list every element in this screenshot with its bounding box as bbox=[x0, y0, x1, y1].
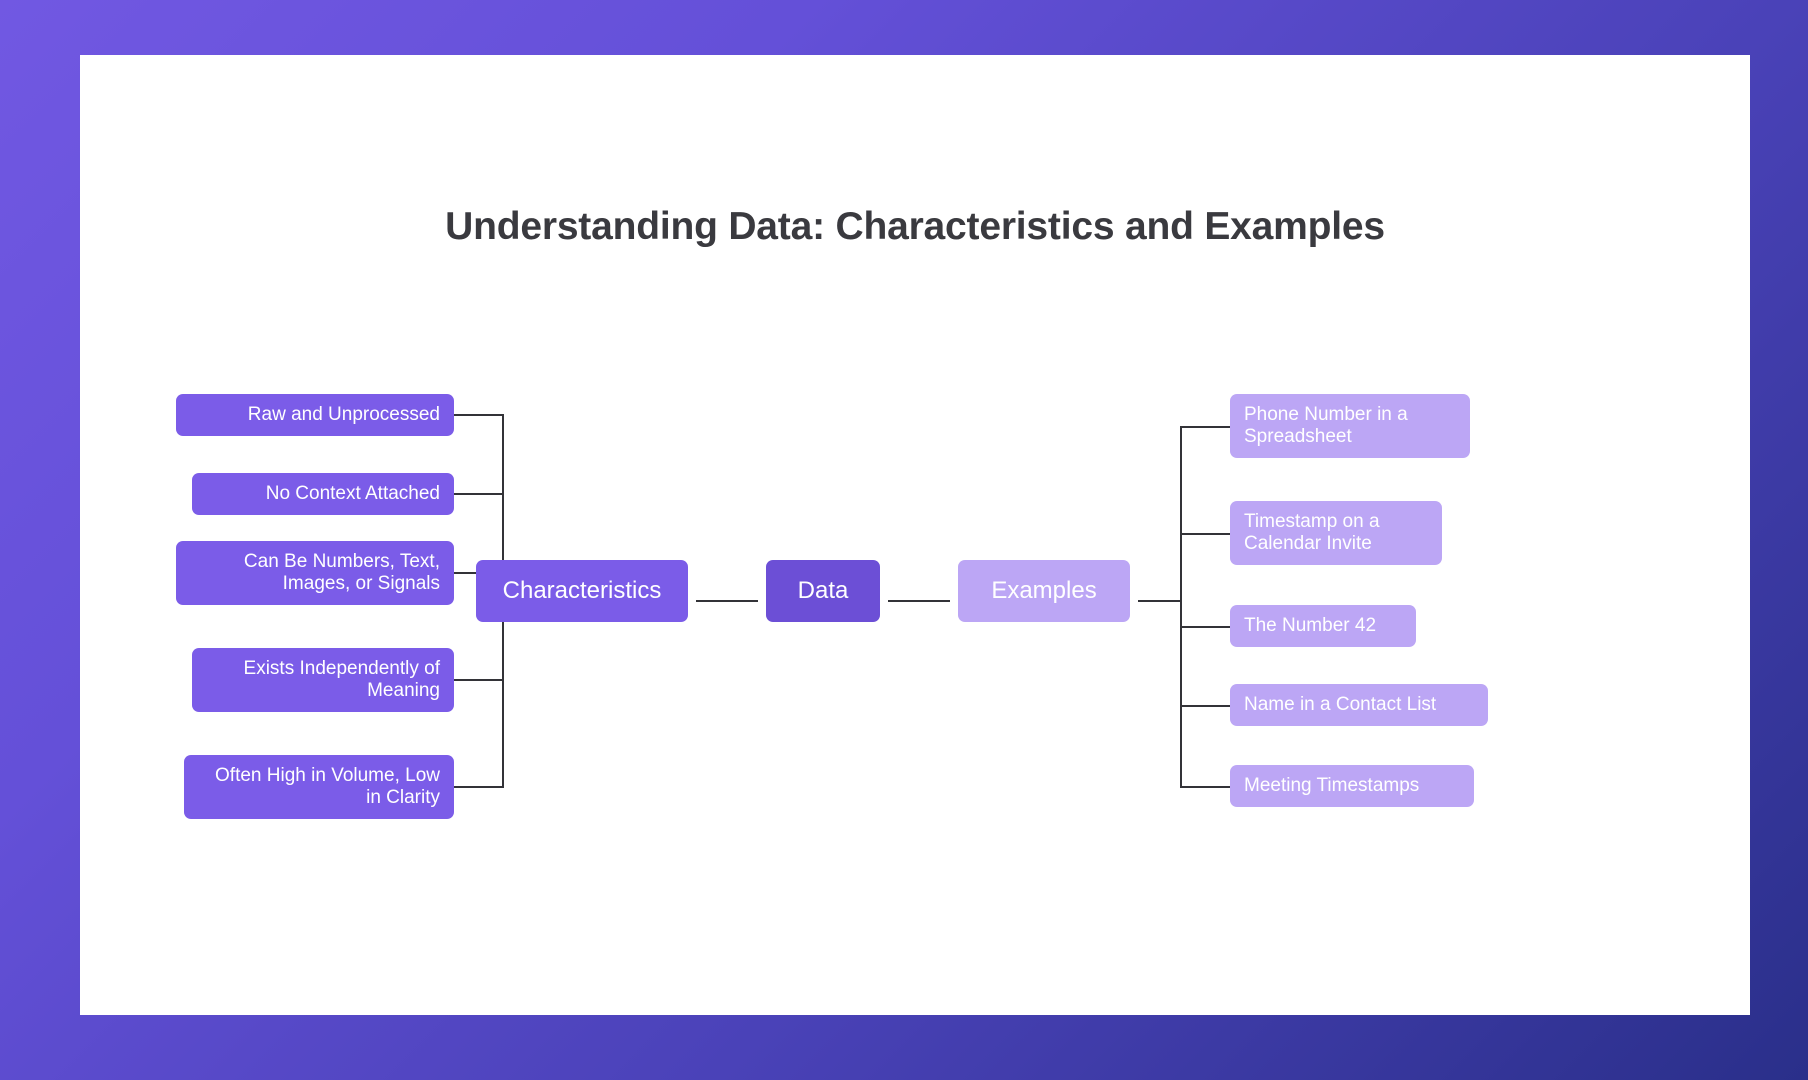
leaf-node-the-number-42[interactable]: The Number 42 bbox=[1230, 605, 1416, 647]
node-label: Phone Number in a Spreadsheet bbox=[1244, 403, 1408, 447]
leaf-node-no-context-attached[interactable]: No Context Attached bbox=[192, 473, 454, 515]
connector-right-leaf-5 bbox=[1180, 786, 1230, 788]
connector-right-branch-stem bbox=[1138, 600, 1182, 602]
leaf-node-timestamp-on-a-calendar-invite[interactable]: Timestamp on a Calendar Invite bbox=[1230, 501, 1442, 565]
node-label: Timestamp on a Calendar Invite bbox=[1244, 510, 1380, 554]
branch-node-examples[interactable]: Examples bbox=[958, 560, 1130, 622]
node-label: Characteristics bbox=[502, 576, 662, 604]
connector-left-leaf-4 bbox=[454, 679, 504, 681]
branch-node-characteristics[interactable]: Characteristics bbox=[476, 560, 688, 622]
leaf-node-can-be-numbers-text-images-or-signals[interactable]: Can Be Numbers, Text, Images, or Signals bbox=[176, 541, 454, 605]
leaf-node-phone-number-in-a-spreadsheet[interactable]: Phone Number in a Spreadsheet bbox=[1230, 394, 1470, 458]
node-label: Raw and Unprocessed bbox=[247, 403, 440, 425]
connector-characteristics-to-data bbox=[696, 600, 758, 602]
leaf-node-name-in-a-contact-list[interactable]: Name in a Contact List bbox=[1230, 684, 1488, 726]
node-label: The Number 42 bbox=[1244, 614, 1377, 636]
diagram-canvas: Understanding Data: Characteristics and … bbox=[80, 55, 1750, 1015]
leaf-node-often-high-in-volume-low-in-clarity[interactable]: Often High in Volume, Low in Clarity bbox=[184, 755, 454, 819]
connector-right-leaf-1 bbox=[1180, 426, 1230, 428]
node-label: Exists Independently of Meaning bbox=[243, 657, 440, 701]
node-label: Can Be Numbers, Text, Images, or Signals bbox=[243, 550, 440, 594]
page-title: Understanding Data: Characteristics and … bbox=[445, 205, 1385, 248]
leaf-node-meeting-timestamps[interactable]: Meeting Timestamps bbox=[1230, 765, 1474, 807]
node-label: Name in a Contact List bbox=[1244, 693, 1437, 715]
node-label: Data bbox=[797, 576, 849, 604]
connector-data-to-examples bbox=[888, 600, 950, 602]
leaf-node-raw-and-unprocessed[interactable]: Raw and Unprocessed bbox=[176, 394, 454, 436]
connector-left-leaf-5 bbox=[454, 786, 504, 788]
node-label: No Context Attached bbox=[265, 482, 440, 504]
leaf-node-exists-independently-of-meaning[interactable]: Exists Independently of Meaning bbox=[192, 648, 454, 712]
connector-right-spine bbox=[1180, 426, 1182, 788]
connector-right-leaf-3 bbox=[1180, 626, 1230, 628]
connector-right-leaf-2 bbox=[1180, 533, 1230, 535]
node-label: Often High in Volume, Low in Clarity bbox=[215, 764, 440, 808]
connector-left-leaf-2 bbox=[454, 493, 504, 495]
root-node-data[interactable]: Data bbox=[766, 560, 880, 622]
node-label: Examples bbox=[991, 576, 1097, 604]
connector-left-leaf-1 bbox=[454, 414, 504, 416]
node-label: Meeting Timestamps bbox=[1244, 774, 1420, 796]
connector-right-leaf-4 bbox=[1180, 705, 1230, 707]
